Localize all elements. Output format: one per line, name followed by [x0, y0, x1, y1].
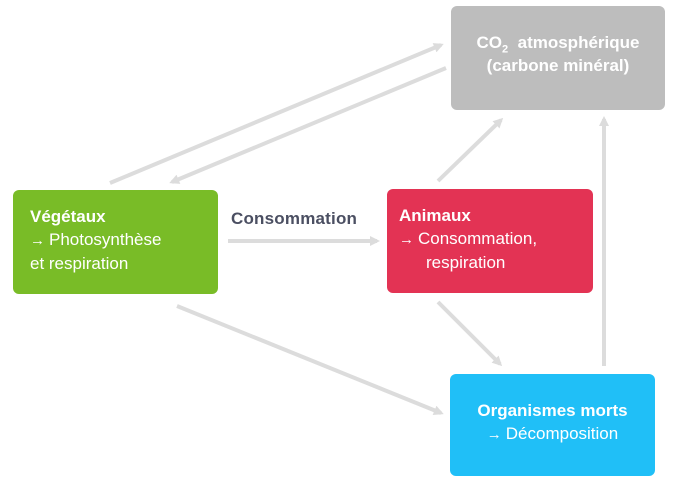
arrow-animaux-to-co2: [436, 117, 504, 183]
arrow-right-icon: →: [30, 232, 45, 249]
co2-subtitle: (carbone minéral): [486, 56, 630, 75]
arrow-vegetaux-to-co2: [109, 43, 444, 185]
co2-title: CO2 atmosphérique: [476, 33, 640, 56]
co2-atmospheric-box: CO2 atmosphérique (carbone minéral): [451, 6, 665, 110]
arrow-right-icon: →: [399, 231, 414, 248]
arrow-right-icon: →: [486, 426, 502, 443]
arrow-animaux-to-morts: [436, 300, 503, 367]
arrow-co2-to-vegetaux: [169, 66, 447, 184]
organismes-morts-box: Organismes morts →Décomposition: [450, 374, 655, 476]
animaux-line1: →Consommation,: [399, 227, 593, 251]
consommation-label: Consommation: [231, 209, 358, 228]
animaux-title: Animaux: [399, 206, 471, 225]
morts-title: Organismes morts: [477, 401, 628, 420]
vegetaux-line2: et respiration: [30, 254, 129, 273]
vegetaux-title: Végétaux: [30, 207, 106, 226]
animaux-box: Animaux →Consommation, respiration: [387, 189, 593, 293]
vegetaux-box: Végétaux →Photosynthèse et respiration: [13, 190, 218, 294]
vegetaux-line1: →Photosynthèse: [30, 228, 218, 252]
animaux-line2: respiration: [426, 253, 506, 272]
morts-line1: →Décomposition: [450, 422, 655, 446]
arrow-vegetaux-to-morts: [176, 304, 444, 416]
